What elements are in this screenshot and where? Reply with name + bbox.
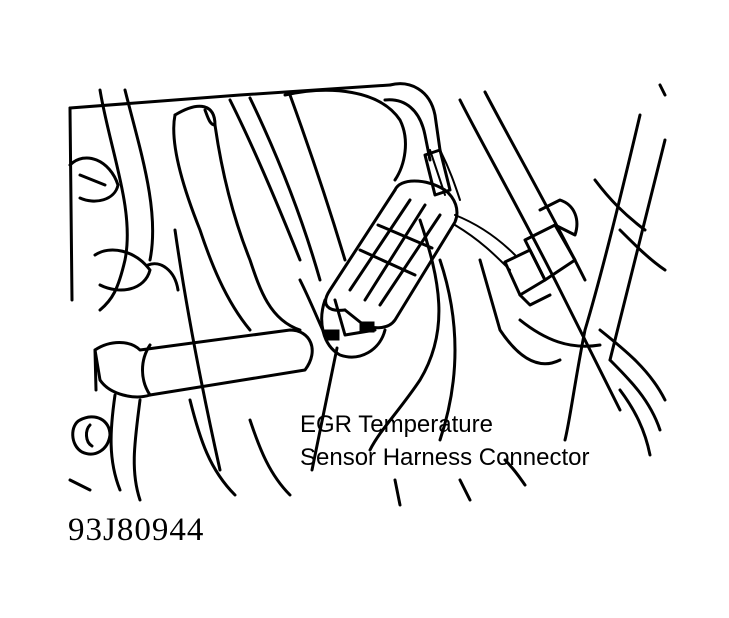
clip-connector: [503, 198, 579, 307]
wire-harness: [423, 148, 516, 271]
callout-leader: [310, 346, 339, 472]
connector-terminal: [359, 321, 375, 333]
left-hose: [68, 88, 180, 312]
manifold-tubes: [172, 93, 347, 497]
frame-edges: [68, 83, 392, 492]
right-rails: [563, 83, 667, 457]
bolt-head: [71, 415, 112, 456]
connector-terminal: [324, 329, 340, 341]
lower-ticks: [393, 478, 472, 507]
egr-sensor-connector: [283, 88, 459, 359]
right-hoses: [368, 82, 622, 487]
callout-line-2: Sensor Harness Connector: [300, 444, 589, 471]
figure-id: 93J80944: [68, 512, 204, 548]
lower-pipe: [93, 328, 314, 502]
callout-line-1: EGR Temperature: [300, 411, 493, 438]
